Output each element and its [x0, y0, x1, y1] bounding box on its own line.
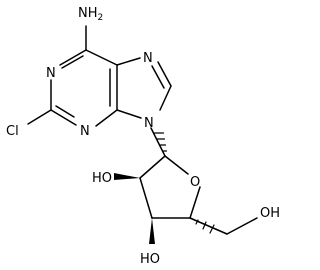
hashed-wedge-c1prime-n9: [153, 132, 168, 152]
bold-wedge-c2prime-ho: [114, 173, 140, 180]
bond-c8-n9: [159, 85, 172, 111]
atom-chlorine: Cl: [6, 124, 19, 139]
atom-n9: N: [144, 116, 154, 131]
bond-n7-c8-double: [151, 65, 165, 89]
bond-c6-n1-double: [61, 55, 84, 69]
atom-ring-oxygen: O: [190, 175, 200, 190]
bond-n9-c4: [116, 109, 142, 119]
molecule-structure-diagram: NH2 N N N N Cl O HO HO OH: [6, 6, 280, 267]
bond-c4prime-c5prime: [189, 217, 228, 235]
bond-c2prime-c1prime: [139, 155, 166, 179]
atom-oh-c5prime: OH: [260, 206, 280, 221]
bond-o-c4prime: [189, 186, 201, 219]
bond-n3-c4: [95, 109, 118, 127]
atom-amino-nh2: NH2: [78, 6, 103, 23]
bond-c2-cl: [27, 109, 52, 125]
bold-wedge-c3prime-ho: [149, 218, 155, 244]
atom-n1: N: [46, 66, 56, 81]
atom-n3: N: [80, 124, 90, 139]
atom-n7: N: [143, 51, 153, 66]
bond-c3prime-c2prime: [139, 177, 153, 219]
bond-c2-n3: [50, 109, 77, 126]
bond-n9-c1prime: [150, 127, 166, 157]
bonds: [27, 25, 258, 235]
atom-labels: NH2 N N N N Cl O HO HO OH: [6, 6, 280, 267]
bond-c5-c6: [85, 49, 118, 66]
bond-c5-n7: [116, 57, 141, 66]
bond-c1prime-o: [164, 155, 189, 175]
bond-n7-c8: [157, 61, 172, 87]
hashed-wedge-c4prime-c5prime: [195, 219, 215, 234]
bond-c6-n1: [59, 49, 87, 66]
atom-ho-c3prime: HO: [140, 252, 160, 267]
bond-c2-n3-double: [55, 105, 75, 118]
bond-c5prime-oh: [226, 217, 258, 235]
stereo-bonds: [114, 132, 215, 244]
atom-ho-c2prime: HO: [92, 171, 112, 186]
